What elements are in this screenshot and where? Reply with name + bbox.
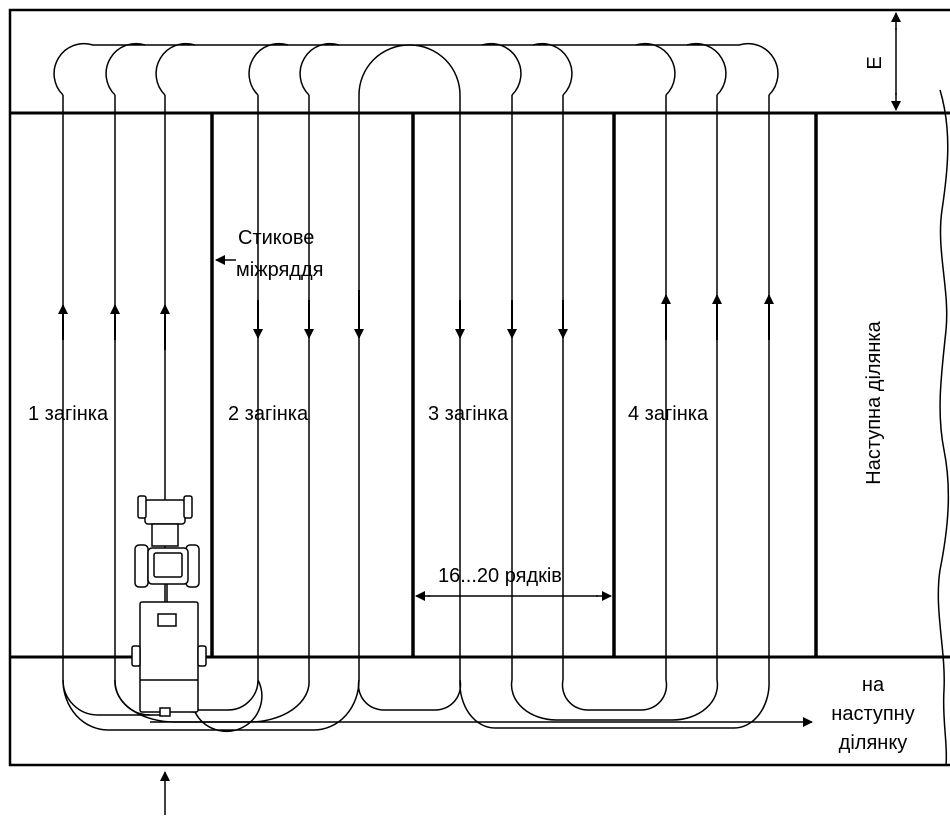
headland-width-label: Е (864, 56, 886, 69)
bottom-turn-loops (62, 679, 770, 733)
to-next-plot-line2: наступну (831, 703, 914, 725)
to-next-plot-line1: на (862, 674, 885, 696)
rows-width-label: 16...20 рядків (438, 565, 562, 587)
zagonka-4-label: 4 загінка (628, 403, 709, 425)
pass-lines (62, 95, 770, 680)
direction-arrows (58, 290, 774, 350)
next-plot-label: Наступна ділянка (863, 320, 885, 484)
butt-row-label-line2: міжряддя (236, 259, 323, 281)
to-next-plot-line3: ділянку (839, 732, 908, 754)
zagonka-3-label: 3 загінка (428, 403, 509, 425)
top-turn-loops (53, 42, 779, 96)
field-outer-boundary (8, 8, 950, 767)
break-line (937, 89, 950, 766)
tractor-with-planter-icon (131, 495, 207, 717)
butt-row-label-line1: Стикове (238, 227, 314, 249)
zagonka-1-label: 1 загінка (28, 403, 109, 425)
zagonka-2-label: 2 загінка (228, 403, 309, 425)
